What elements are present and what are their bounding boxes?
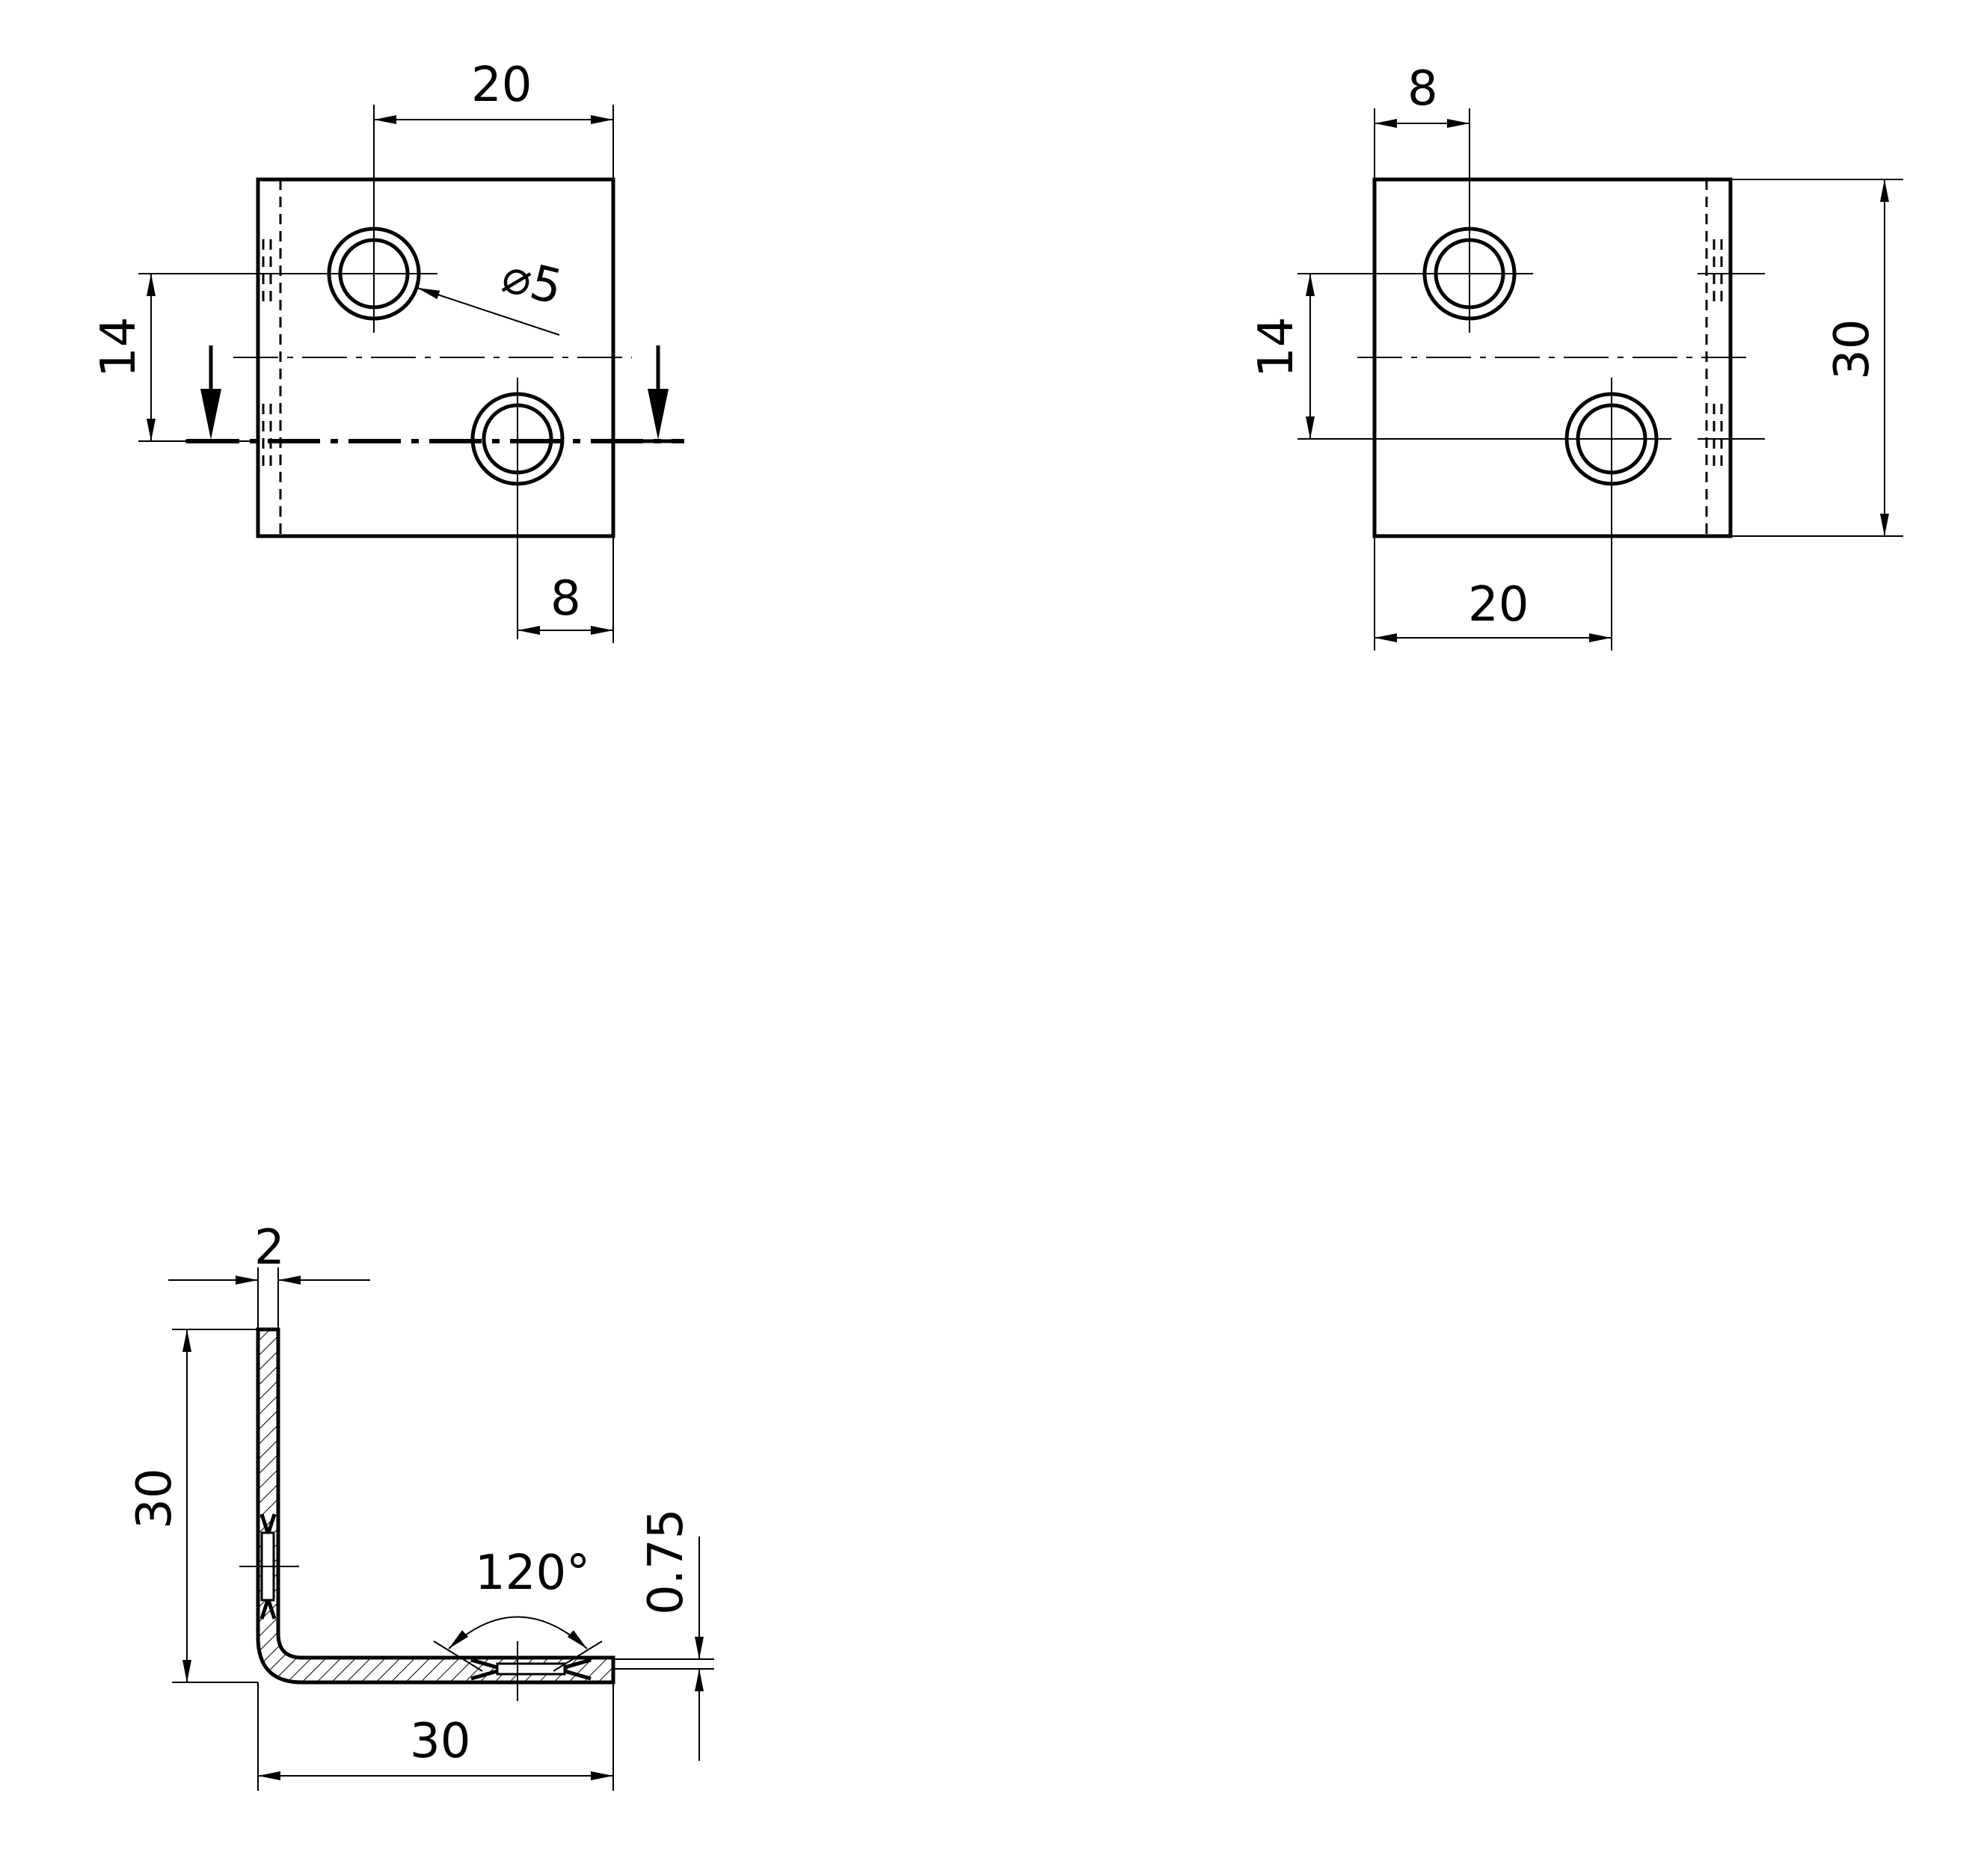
section-dim-30v-label: 30 bbox=[127, 1468, 182, 1529]
section-countersink-horizontal-fill bbox=[496, 1662, 566, 1676]
front-diameter-label: ⌀5 bbox=[497, 248, 568, 316]
section-dim-30h-label: 30 bbox=[410, 1714, 470, 1769]
section-angle-arc bbox=[448, 1616, 588, 1649]
front-diameter-leader bbox=[417, 287, 560, 336]
front-dim-14-label: 14 bbox=[91, 317, 147, 378]
side-hole-upper bbox=[1297, 108, 1533, 333]
side-dim-30-label: 30 bbox=[1825, 319, 1880, 380]
section-arrow-left bbox=[185, 345, 228, 443]
side-dim-8-label: 8 bbox=[1407, 61, 1438, 117]
section-angle-label: 120° bbox=[475, 1546, 590, 1601]
section-view: 2 30 30 120° 0.75 bbox=[127, 1220, 714, 1791]
section-angle-ext-left bbox=[433, 1640, 483, 1672]
front-dim-20-label: 20 bbox=[471, 58, 532, 113]
side-hole-lower bbox=[1297, 378, 1671, 651]
front-hole-upper bbox=[138, 105, 437, 333]
side-hidden-hole-marks bbox=[1698, 239, 1765, 471]
front-hole-lower bbox=[470, 378, 565, 639]
front-dim-8-label: 8 bbox=[550, 571, 581, 627]
section-dim-2-label: 2 bbox=[254, 1220, 285, 1276]
side-dim-14-label: 14 bbox=[1249, 317, 1304, 378]
front-view: 20 ⌀5 14 8 bbox=[91, 58, 684, 643]
section-profile bbox=[256, 1327, 615, 1685]
section-angle-ext-right bbox=[553, 1640, 603, 1672]
side-dim-20-label: 20 bbox=[1468, 577, 1529, 633]
section-dim-075-label: 0.75 bbox=[639, 1509, 694, 1616]
section-arrow-right bbox=[642, 345, 684, 443]
side-view: 8 14 30 20 bbox=[1249, 61, 1903, 651]
front-hidden-hole-marks bbox=[262, 239, 272, 471]
